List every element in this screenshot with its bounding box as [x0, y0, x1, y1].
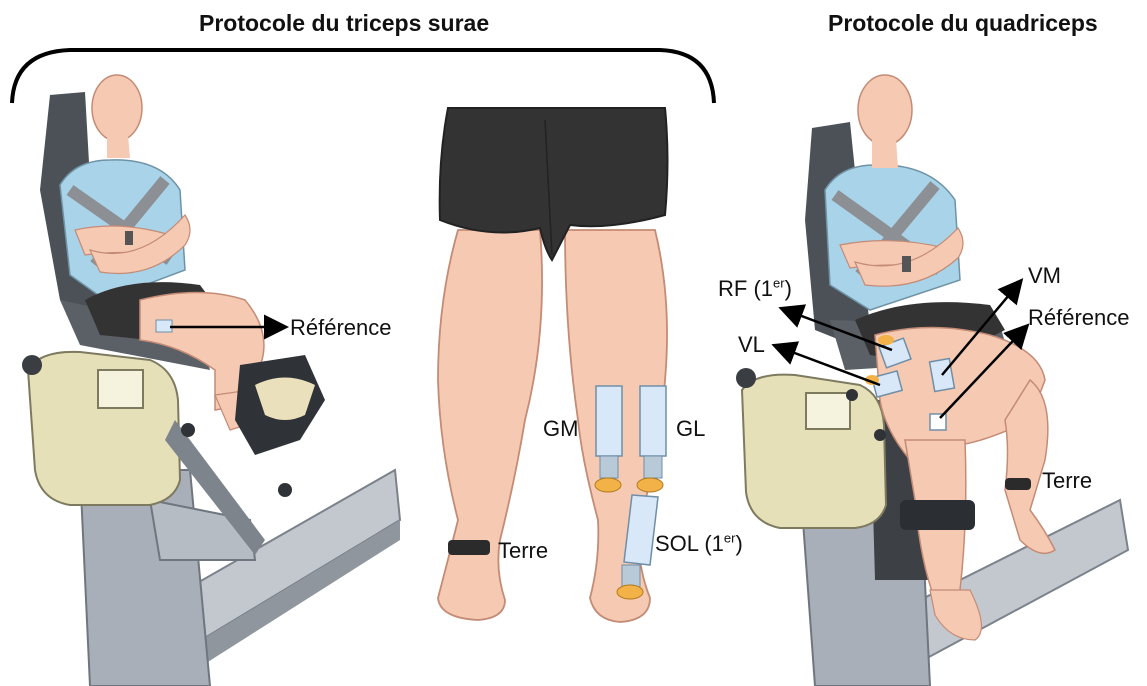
label-gm: GM	[543, 418, 578, 440]
label-sol: SOL (1er)	[655, 533, 743, 555]
title-quadriceps: Protocole du quadriceps	[828, 12, 1098, 35]
label-rf: RF (1er)	[718, 278, 792, 300]
label-sol-close: )	[735, 531, 742, 556]
title-triceps: Protocole du triceps surae	[199, 12, 489, 35]
label-terre-right: Terre	[1042, 470, 1092, 492]
label-vm: VM	[1028, 265, 1061, 287]
right-ground-band	[1005, 478, 1031, 490]
electrode-gl	[640, 386, 666, 456]
electrode-reference-right	[930, 414, 946, 430]
right-head	[858, 75, 912, 145]
label-sol-sup: er	[724, 531, 736, 546]
label-gl: GL	[676, 418, 705, 440]
label-rf-sup: er	[773, 276, 785, 291]
center-ground-band	[448, 540, 490, 555]
label-rf-close: )	[785, 276, 792, 301]
right-ankle-pad	[900, 500, 975, 530]
right-scene	[736, 75, 1128, 686]
label-terre-center: Terre	[498, 540, 548, 562]
label-reference-left: Référence	[290, 317, 392, 339]
label-rf-text: RF (1	[718, 276, 773, 301]
left-scene	[22, 75, 400, 686]
electrode-gm	[596, 386, 622, 456]
center-legs	[438, 108, 668, 622]
label-reference-right: Référence	[1028, 307, 1130, 329]
label-sol-text: SOL (1	[655, 531, 724, 556]
left-head	[92, 75, 142, 141]
label-vl: VL	[738, 334, 765, 356]
